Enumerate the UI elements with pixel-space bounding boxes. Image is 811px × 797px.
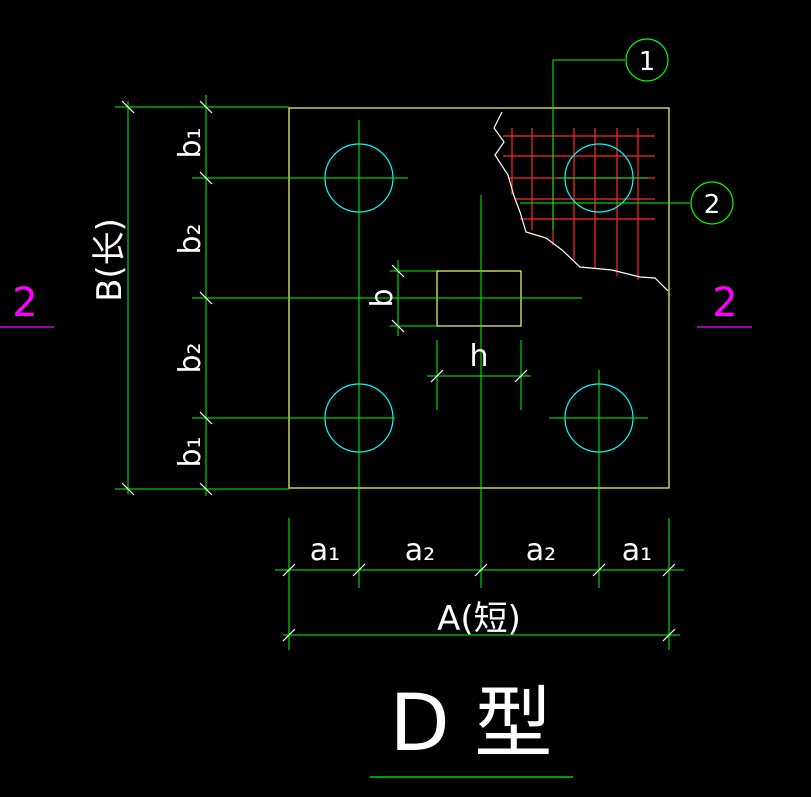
- dim-label-B: B(长): [90, 218, 130, 302]
- callout-circle-1: [625, 38, 669, 82]
- dim-label-col-h: h: [469, 339, 488, 374]
- drawing-title: D 型: [390, 679, 553, 769]
- dim-label-col-b: b: [365, 288, 400, 307]
- dim-label-a2-left: a₂: [405, 533, 435, 568]
- section-mark-left: 2: [12, 280, 37, 326]
- dimension-ticks: [121, 100, 676, 642]
- dim-label-b2-top: b₂: [173, 223, 208, 254]
- dim-label-a1-left: a₁: [310, 533, 340, 568]
- break-line: [493, 111, 669, 292]
- dimension-lines: [115, 59, 690, 650]
- section-mark-right: 2: [712, 280, 737, 326]
- dim-label-A: A(短): [437, 599, 521, 639]
- dim-label-b1-top: b₁: [173, 127, 208, 158]
- callout-label-2: 2: [704, 190, 721, 220]
- dim-label-b2-bottom: b₂: [173, 342, 208, 373]
- dim-label-a2-right: a₂: [526, 533, 556, 568]
- callout-label-1: 1: [639, 47, 656, 77]
- dim-label-a1-right: a₁: [622, 533, 652, 568]
- callout-circle-2: [690, 181, 734, 225]
- dim-label-b1-bottom: b₁: [173, 436, 208, 467]
